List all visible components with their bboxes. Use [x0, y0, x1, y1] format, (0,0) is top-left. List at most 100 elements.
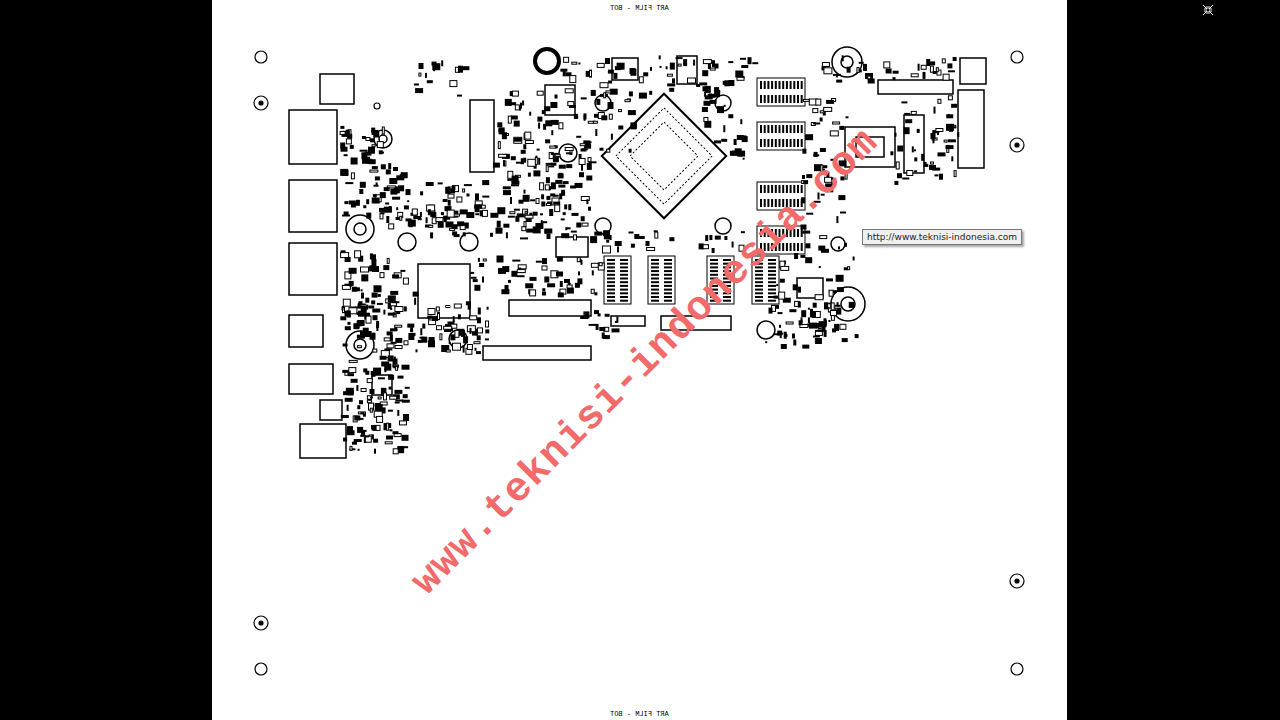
component	[443, 199, 448, 202]
component	[840, 324, 846, 329]
component	[351, 203, 356, 208]
component	[445, 187, 450, 194]
ball-row	[786, 81, 788, 89]
component	[466, 301, 471, 305]
component	[617, 246, 619, 252]
component	[779, 292, 785, 299]
component	[893, 77, 896, 80]
component	[400, 270, 405, 272]
component	[824, 330, 827, 337]
component	[342, 307, 344, 311]
component	[428, 209, 431, 215]
component	[357, 405, 360, 409]
ball-row	[651, 278, 659, 280]
component	[793, 340, 796, 346]
component	[619, 110, 622, 112]
component	[590, 236, 597, 243]
connector	[611, 316, 645, 326]
component	[351, 158, 358, 165]
io-ports	[289, 110, 342, 420]
ball-row	[607, 278, 615, 280]
component	[598, 263, 604, 270]
mounting-hole	[1015, 579, 1019, 583]
component	[559, 123, 563, 129]
ball-row	[801, 81, 803, 89]
component	[477, 335, 481, 340]
component	[533, 170, 540, 176]
component	[463, 336, 468, 343]
component	[666, 66, 668, 69]
ball-row	[651, 300, 659, 302]
component	[710, 100, 717, 104]
component	[368, 306, 374, 309]
component	[601, 115, 607, 120]
component	[380, 273, 384, 278]
ball-row	[620, 278, 628, 280]
component	[380, 192, 386, 198]
component	[721, 139, 727, 142]
component	[826, 100, 834, 104]
component	[483, 259, 486, 261]
component	[359, 189, 363, 194]
component	[714, 90, 720, 97]
component	[540, 213, 543, 215]
component	[384, 393, 387, 400]
screw-boss	[354, 339, 366, 351]
ball-row	[620, 266, 628, 268]
component	[360, 435, 365, 437]
component	[490, 213, 498, 218]
component	[781, 344, 787, 349]
component	[448, 200, 451, 206]
component	[533, 212, 538, 216]
component	[458, 314, 461, 319]
component	[600, 83, 608, 88]
component	[514, 209, 520, 211]
component	[545, 185, 549, 190]
component	[581, 216, 585, 221]
component	[816, 99, 821, 105]
component	[430, 232, 433, 238]
component	[588, 158, 591, 162]
component	[769, 308, 773, 314]
component	[728, 80, 734, 86]
ball-row	[779, 125, 781, 133]
component	[535, 157, 537, 164]
component	[938, 152, 946, 156]
component	[740, 119, 742, 124]
component	[453, 343, 461, 350]
component	[474, 285, 480, 291]
component	[356, 200, 360, 206]
component	[395, 325, 402, 327]
component	[349, 368, 356, 373]
component	[438, 313, 440, 320]
ball-row	[782, 81, 784, 89]
ball-row	[801, 243, 803, 251]
component	[629, 149, 632, 153]
component	[389, 387, 392, 390]
component	[546, 166, 548, 172]
memory-chip	[757, 122, 805, 150]
ball-row	[607, 259, 615, 261]
component	[948, 139, 956, 142]
component	[897, 173, 902, 178]
component	[893, 71, 899, 74]
component	[402, 400, 410, 403]
component	[948, 70, 955, 72]
component	[470, 328, 472, 334]
component	[361, 389, 366, 392]
component	[815, 295, 823, 300]
screw-boss	[757, 321, 775, 339]
component	[932, 168, 940, 171]
ball-row	[760, 125, 762, 133]
ball-row	[651, 259, 659, 261]
ball-row	[767, 81, 769, 89]
component	[525, 283, 533, 288]
component	[503, 160, 505, 166]
ball-row	[771, 185, 773, 193]
component	[366, 199, 369, 204]
component	[372, 145, 375, 147]
component	[551, 130, 553, 135]
component	[930, 61, 935, 65]
ball-row	[760, 81, 762, 89]
component	[448, 194, 454, 198]
